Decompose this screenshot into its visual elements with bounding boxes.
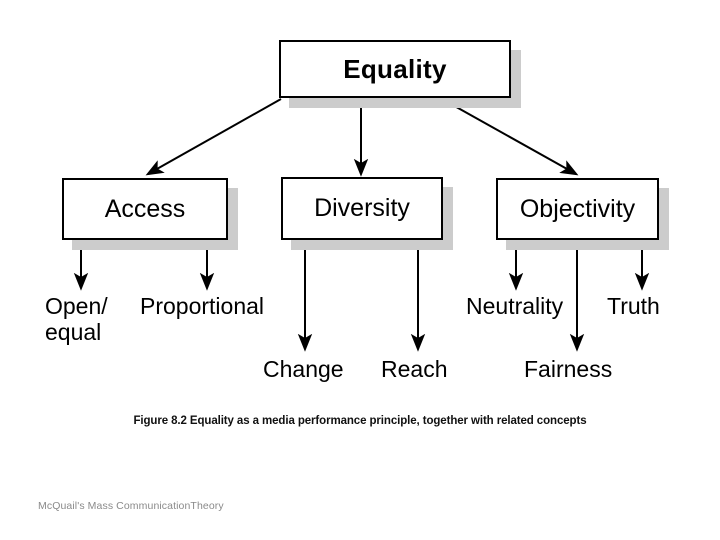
- figure-caption: Figure 8.2 Equality as a media performan…: [133, 415, 587, 427]
- node-equality[interactable]: Equality: [279, 40, 511, 98]
- footer-source-note: McQuail's Mass CommunicationTheory: [38, 500, 224, 512]
- leaf-proportional: Proportional: [140, 293, 265, 319]
- leaf-fairness: Fairness: [524, 356, 613, 382]
- connector-equality-to-access: [145, 98, 282, 176]
- leaf-reach: Reach: [381, 356, 448, 382]
- node-objectivity[interactable]: Objectivity: [496, 178, 659, 240]
- leaf-truth: Truth: [607, 293, 660, 319]
- node-access-label: Access: [104, 194, 186, 223]
- leaf-open-equal: Open/ equal: [45, 293, 108, 345]
- node-diversity[interactable]: Diversity: [281, 177, 443, 240]
- node-diversity-label: Diversity: [314, 194, 410, 222]
- connector-equality-to-objectivity: [441, 98, 579, 176]
- node-objectivity-label: Objectivity: [519, 194, 636, 223]
- node-access[interactable]: Access: [62, 178, 228, 240]
- leaf-neutrality: Neutrality: [466, 293, 564, 319]
- node-equality-label: Equality: [343, 54, 447, 84]
- leaf-change: Change: [263, 356, 344, 382]
